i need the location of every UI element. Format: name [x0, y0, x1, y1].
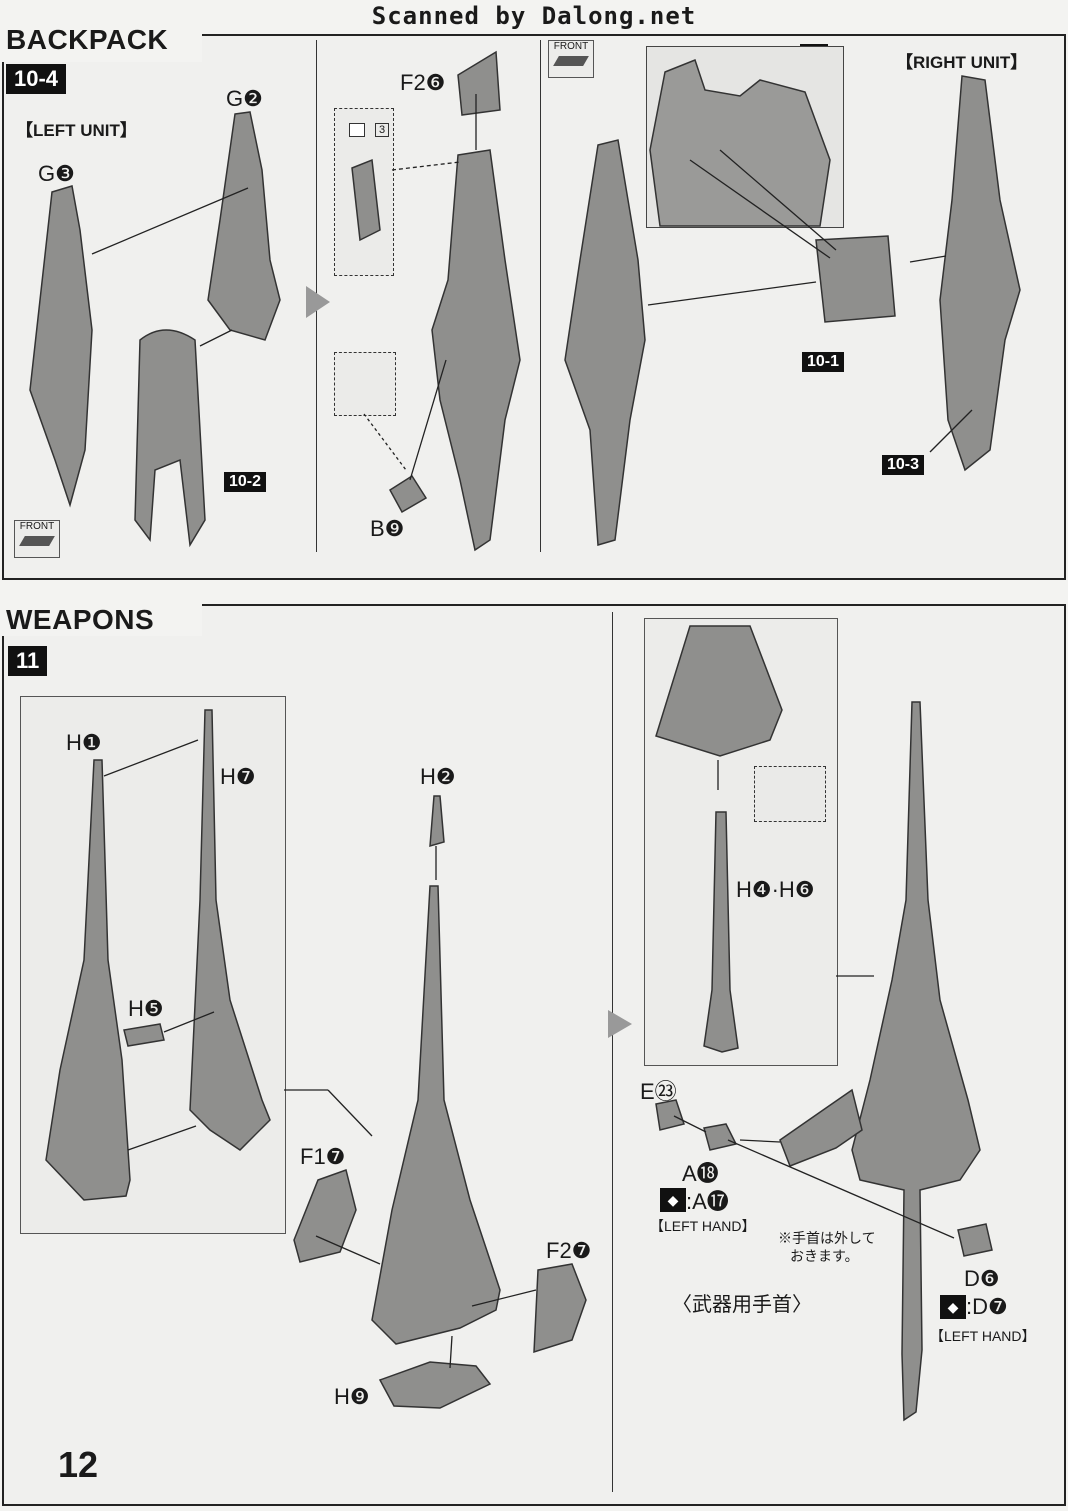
- part-label-h1: H❶: [66, 730, 102, 755]
- head-shape: [649, 59, 831, 227]
- weapons-title-tab: [2, 596, 202, 636]
- part-label-d7: :D❼: [966, 1294, 1008, 1319]
- weapons-step-badge: 11: [8, 646, 48, 676]
- page-number: 12: [58, 1444, 99, 1485]
- part-label-a18: A⓲: [682, 1161, 719, 1186]
- shaft-h4-h6-shape: [703, 811, 739, 1053]
- count-badge: 3: [375, 123, 390, 137]
- note-line-2: おきます。: [790, 1248, 859, 1264]
- part-g2-shape: [207, 111, 281, 341]
- backpack-title-tab: [2, 24, 202, 62]
- part-label-e23: E㉓: [640, 1079, 677, 1104]
- part-e23-shape: [655, 1099, 685, 1131]
- center-weapon-shape: [371, 885, 501, 1345]
- left-hand-label-a: 【LEFT HAND】: [650, 1218, 756, 1234]
- part-h7-shape: [189, 709, 271, 1151]
- front-label-bottom: FRONT: [19, 521, 55, 532]
- arm-shape: [779, 1088, 863, 1167]
- swap-icon: ◆: [940, 1295, 966, 1319]
- backpack-title: BACKPACK: [6, 24, 169, 55]
- part-label-b9: B❾: [370, 516, 405, 541]
- part-label-d6: D❻: [964, 1266, 1000, 1291]
- part-f2-7-shape: [533, 1263, 587, 1354]
- swap-hand-row-a: ◆ :A⓱: [660, 1184, 729, 1216]
- weapons-title: WEAPONS: [6, 604, 155, 635]
- assembled-weapon-shape: [851, 701, 981, 1422]
- note-line-1: ※手首は外して: [778, 1230, 876, 1246]
- peg-shape: [351, 158, 381, 242]
- weapon-socket-detail: [754, 766, 826, 822]
- ref-10-3: 10-3: [882, 455, 925, 475]
- left-unit-label: 【LEFT UNIT】: [16, 121, 137, 140]
- backpack-divider-2: [540, 40, 541, 552]
- tip-cap-shape: [655, 625, 783, 757]
- front-indicator-top: FRONT: [548, 40, 594, 78]
- part-f2-6-shape: [457, 50, 501, 116]
- part-b9-shape: [389, 474, 428, 514]
- ref-10-1: 10-1: [802, 352, 845, 372]
- front-label-top: FRONT: [553, 41, 589, 52]
- cut-tool-icon: [349, 123, 365, 137]
- part-label-f1-7: F1❼: [300, 1144, 346, 1169]
- part-a18-shape: [703, 1123, 738, 1151]
- bracket-10-1-shape: [815, 235, 896, 323]
- part-label-g3: G❸: [38, 161, 75, 186]
- detail-box-socket: [334, 352, 396, 416]
- part-h5-shape: [123, 1023, 165, 1047]
- backpack-step-badge: 10-4: [6, 64, 67, 94]
- part-g3-shape: [29, 185, 93, 508]
- part-label-h5: H❺: [128, 996, 164, 1021]
- front-indicator-bottom: FRONT: [14, 520, 60, 558]
- part-label-a17: :A⓱: [686, 1189, 729, 1214]
- backpack-illustration: [29, 50, 1021, 552]
- part-label-h4-h6: H❹·H❻: [736, 877, 815, 902]
- part-d6-shape: [957, 1223, 993, 1257]
- part-h2-shape: [429, 795, 445, 848]
- part-f1-7-shape: [293, 1169, 357, 1263]
- combined-unit-shape: [564, 139, 646, 546]
- left-hand-label-d: 【LEFT HAND】: [930, 1328, 1036, 1344]
- swap-hand-row-d: ◆ :D❼: [940, 1294, 1008, 1320]
- right-unit-label: 【RIGHT UNIT】: [896, 53, 1028, 72]
- ref-10-2: 10-2: [224, 472, 267, 492]
- middle-unit-shape: [431, 149, 521, 552]
- swap-icon: ◆: [660, 1188, 686, 1212]
- part-label-f2-6: F2❻: [400, 70, 446, 95]
- part-label-g2: G❷: [226, 86, 263, 111]
- part-label-h2: H❷: [420, 764, 456, 789]
- step-arrow-icon: [306, 286, 330, 318]
- part-label-h9: H❾: [334, 1384, 370, 1409]
- weapon-hand-label: 〈武器用手首〉: [672, 1294, 812, 1316]
- part-label-h7: H❼: [220, 764, 256, 789]
- part-10-3-shape: [939, 75, 1021, 472]
- scan-credit: Scanned by Dalong.net: [371, 2, 697, 30]
- part-h9-shape: [378, 1361, 492, 1409]
- step-arrow-icon: [608, 1010, 632, 1038]
- part-h1-shape: [45, 759, 131, 1201]
- weapons-divider: [612, 612, 613, 1492]
- part-10-2-shape: [134, 329, 206, 548]
- part-label-f2-7: F2❼: [546, 1238, 592, 1263]
